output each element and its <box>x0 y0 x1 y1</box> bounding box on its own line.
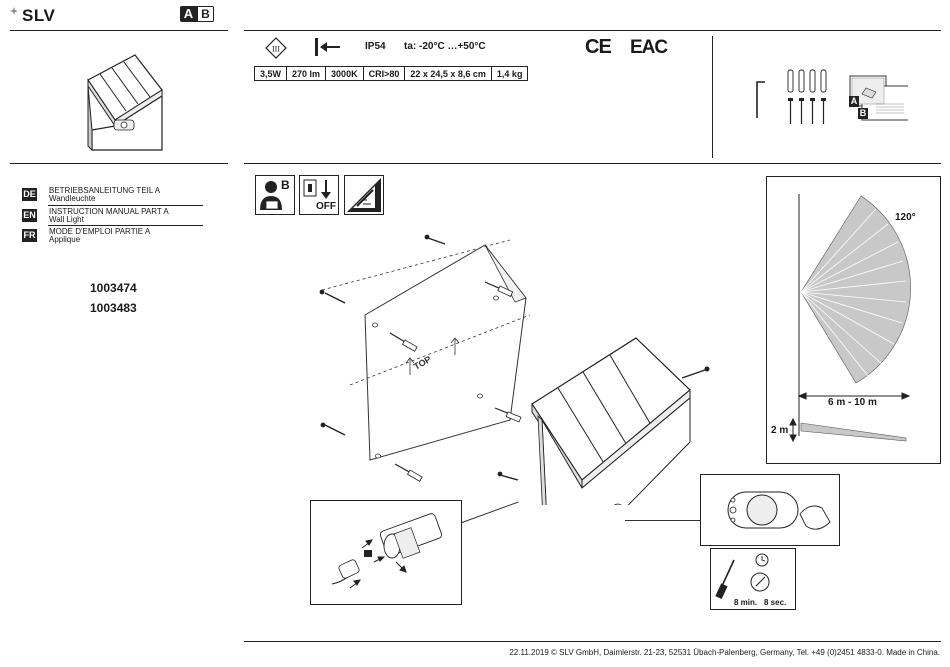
article-number-2: 1003483 <box>90 301 137 315</box>
sensor-detail-inset <box>700 474 840 546</box>
language-title-en: INSTRUCTION MANUAL PART A <box>49 207 169 216</box>
product-thumbnail <box>87 54 163 152</box>
sensor-range: 6 m - 10 m <box>828 397 877 408</box>
mounting-diagram: TOP <box>319 234 710 505</box>
language-row-fr: FR MODE D'EMPLOI PARTIE A Applique <box>22 228 202 244</box>
time-setting: 8 min. <box>734 598 758 607</box>
main-divider <box>244 163 941 164</box>
ip-rating: IP54 <box>365 41 386 52</box>
electrician-icon <box>344 175 384 215</box>
manual-a-label: A <box>849 96 859 107</box>
spec-power: 3,5W <box>253 66 288 81</box>
language-title-fr: MODE D'EMPLOI PARTIE A <box>49 227 151 236</box>
svg-text:III: III <box>272 45 280 54</box>
spec-color-temp: 3000K <box>325 66 364 81</box>
temperature-range: ta: -20°C …+50°C <box>404 41 486 52</box>
power-off-label: OFF <box>316 201 336 212</box>
sensor-coverage-diagram <box>789 194 911 443</box>
allen-key-icon <box>756 81 765 118</box>
sensor-angle: 120° <box>895 212 916 223</box>
brand-name: SLV <box>22 6 56 25</box>
power-off-icon: OFF <box>299 175 339 215</box>
settings-inset <box>710 548 796 610</box>
sensor-height: 2 m <box>771 425 789 436</box>
read-manual-icon: B <box>255 175 295 215</box>
language-divider-2 <box>48 225 203 226</box>
left-divider <box>10 163 228 164</box>
manual-b-label: B <box>858 108 868 119</box>
language-row-en: EN INSTRUCTION MANUAL PART A Wall Light <box>22 208 202 224</box>
read-manual-b-label: B <box>281 178 290 192</box>
part-badge-inactive: B <box>197 6 214 22</box>
part-badge: A B <box>180 6 214 22</box>
spec-weight: 1,4 kg <box>490 66 529 81</box>
language-code-fr: FR <box>22 229 37 242</box>
language-text-de: BETRIEBSANLEITUNG TEIL A Wandleuchte <box>49 187 160 203</box>
language-subtitle-en: Wall Light <box>49 215 84 224</box>
header-rule-left <box>10 30 228 31</box>
footer-rule <box>244 641 941 642</box>
article-number-1: 1003474 <box>90 281 137 295</box>
language-divider-1 <box>48 205 203 206</box>
language-title-de: BETRIEBSANLEITUNG TEIL A <box>49 186 161 195</box>
delay-setting: 8 sec. <box>764 598 787 607</box>
spec-cri: CRI>80 <box>362 66 406 81</box>
language-subtitle-de: Wandleuchte <box>49 194 96 203</box>
language-text-en: INSTRUCTION MANUAL PART A Wall Light <box>49 208 169 224</box>
language-row-de: DE BETRIEBSANLEITUNG TEIL A Wandleuchte <box>22 187 202 203</box>
ce-mark-icon: CE <box>585 36 612 58</box>
footer-text: 22.11.2019 © SLV GmbH, Daimlerstr. 21-23… <box>509 648 940 657</box>
battery-inset <box>310 500 462 605</box>
brand-sparkle-icon <box>10 7 18 15</box>
brand-logo: SLV <box>10 4 70 29</box>
language-code-en: EN <box>22 209 37 222</box>
language-text-fr: MODE D'EMPLOI PARTIE A Applique <box>49 228 150 244</box>
eac-mark-icon: EAC <box>630 37 668 58</box>
detail-connector <box>625 520 700 521</box>
screws-and-dowels-icon <box>787 69 827 124</box>
language-subtitle-fr: Applique <box>49 235 81 244</box>
language-code-de: DE <box>22 188 37 201</box>
distance-icon <box>315 38 340 56</box>
spec-dimensions: 22 x 24,5 x 8,6 cm <box>404 66 492 81</box>
part-badge-active: A <box>180 6 197 22</box>
header-rule-right <box>244 30 941 31</box>
spec-lumen: 270 lm <box>286 66 327 81</box>
spec-table: 3,5W 270 lm 3000K CRI>80 22 x 24,5 x 8,6… <box>253 66 529 81</box>
accessory-separator <box>712 36 713 158</box>
protection-class-iii-icon: III <box>265 37 287 59</box>
